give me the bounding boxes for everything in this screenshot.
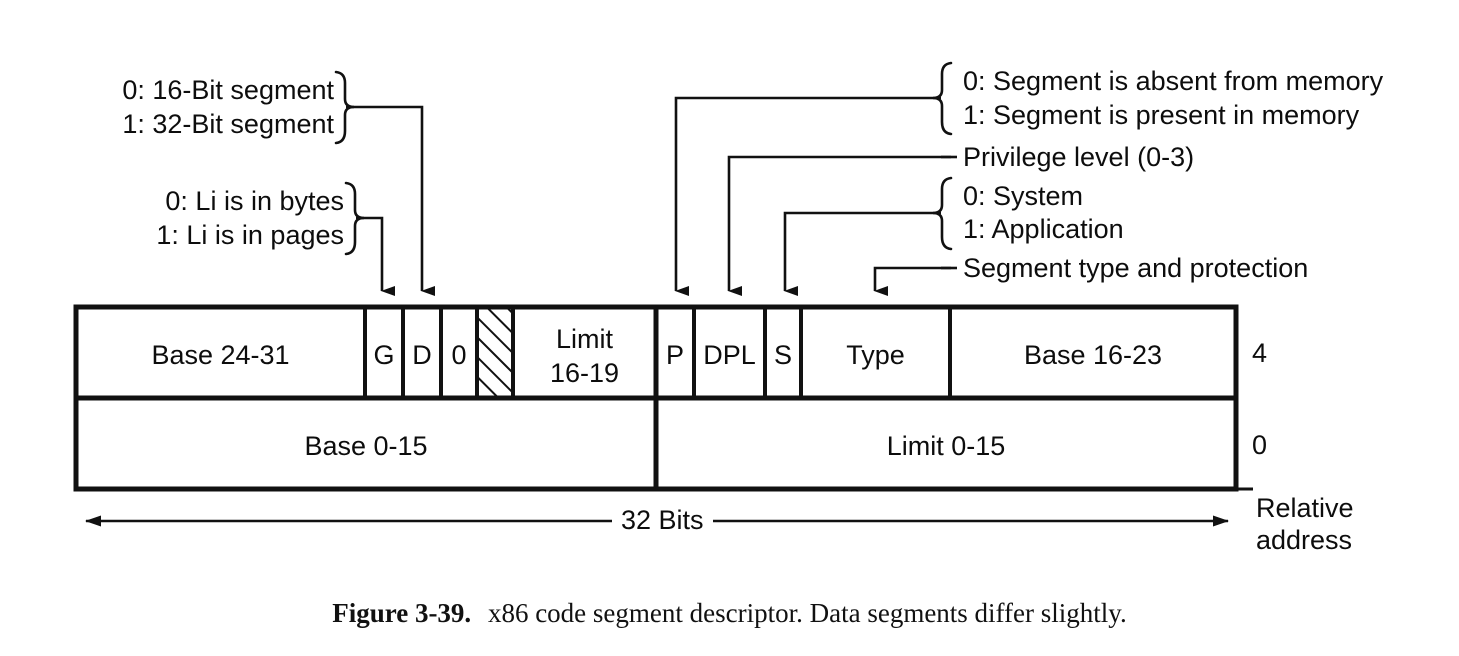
type-annotation-line1: Segment type and protection [963, 253, 1309, 283]
p-bit-annotation-line2: 1: Segment is present in memory [963, 100, 1360, 130]
cell-limit-16-19: Limit 16-19 [549, 324, 620, 388]
p-bit-brace [932, 61, 953, 136]
relative-address-row2: 0 [1252, 430, 1268, 460]
p-bit-leader [674, 96, 941, 296]
cell-g-bit: G [373, 340, 395, 370]
figure-caption-text: x86 code segment descriptor. Data segmen… [487, 598, 1127, 628]
d-bit-annotation-line1: 0: 16-Bit segment [122, 75, 334, 105]
row1-dividers [363, 309, 952, 396]
g-bit-annotation-line2: 1: Li is in pages [156, 220, 344, 250]
figure-caption-label: Figure 3-39. [332, 598, 472, 628]
relative-address-legend-line2: address [1256, 525, 1353, 555]
cell-d-bit: D [412, 340, 432, 370]
dpl-annotation-line1: Privilege level (0-3) [963, 142, 1195, 172]
relative-address-row1: 4 [1252, 338, 1268, 368]
cell-base-24-31: Base 24-31 [151, 340, 290, 370]
s-bit-annotation-line1: 0: System [963, 181, 1084, 211]
s-bit-brace [932, 176, 953, 251]
p-bit-annotation-line1: 0: Segment is absent from memory [963, 66, 1384, 96]
figure-caption: Figure 3-39. x86 code segment descriptor… [0, 598, 1459, 629]
d-bit-brace [334, 70, 355, 145]
cell-limit-0-15: Limit 0-15 [886, 431, 1006, 461]
cell-zero-bit: 0 [451, 340, 467, 370]
cell-s-bit: S [773, 340, 792, 370]
cell-dpl: DPL [703, 340, 756, 370]
cell-base-16-23: Base 16-23 [1023, 340, 1163, 370]
g-bit-brace [344, 181, 365, 256]
s-bit-annotation-line2: 1: Application [963, 214, 1124, 244]
cell-base-0-15: Base 0-15 [304, 431, 428, 461]
dpl-leader [727, 155, 951, 296]
cell-type: Type [846, 340, 905, 370]
reserved-hatched-cell [477, 307, 513, 398]
d-bit-annotation-line2: 1: 32-Bit segment [122, 109, 334, 139]
type-leader [873, 266, 951, 296]
width-indicator-label: 32 Bits [612, 507, 713, 534]
cell-p-bit: P [665, 340, 684, 370]
d-bit-leader [346, 105, 435, 296]
g-bit-annotation-line1: 0: Li is in bytes [165, 186, 344, 216]
g-bit-leader [356, 216, 395, 296]
relative-address-legend-line1: Relative [1256, 493, 1354, 523]
s-bit-leader [783, 211, 941, 296]
